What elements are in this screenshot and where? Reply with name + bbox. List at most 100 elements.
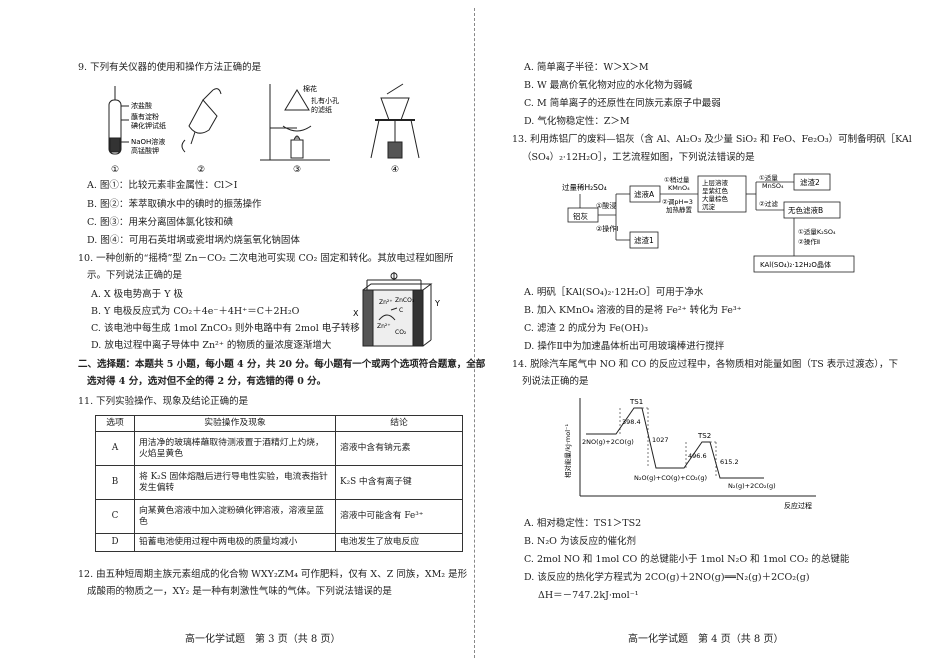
table-row: B 将 K₂S 固体熔融后进行导电性实验，电流表指针发生偏转 K₂S 中含有离子… (95, 465, 463, 500)
q11-row-c-operation: 向某黄色溶液中加入淀粉碘化钾溶液，溶液呈蓝色 (134, 499, 336, 534)
flow-step4-2: ②操作Ⅱ (798, 237, 820, 246)
table-row: A 用洁净的玻璃棒蘸取待测液置于酒精灯上灼烧，火焰呈黄色 溶液中含有钠元素 (95, 431, 463, 466)
flow-filtrate-a: 滤液A (634, 189, 655, 199)
q10-stem-2: 示。下列说法正确的是 (87, 270, 183, 281)
fig1-test-tube (108, 86, 129, 155)
left-page-footer: 高一化学试题 第 3 页（共 8 页） (185, 634, 341, 645)
q11-row-c-conclusion: 溶液中可能含有 Fe³⁺ (335, 499, 463, 534)
flow-step1b: ②操作Ⅰ (596, 224, 618, 233)
flow-residue1: 滤渣1 (634, 235, 654, 245)
energy-state-3: TS2 (697, 432, 711, 440)
q13-option-b: B. 加入 KMnO₄ 溶液的目的是将 Fe²⁺ 转化为 Fe³⁺ (524, 305, 742, 316)
right-page: A. 简单离子半径：W＞X＞M B. W 最高价氧化物对应的水化物为弱碱 C. … (508, 0, 912, 663)
flow-start: 铝灰 (573, 211, 588, 221)
q12-option-b: B. W 最高价氧化物对应的水化物为弱碱 (524, 80, 693, 91)
section2-line2: 选对得 4 分，选对但不全的得 2 分，有选错的得 0 分。 (87, 376, 327, 387)
page-divider (474, 8, 475, 658)
q11-row-a-conclusion: 溶液中含有钠元素 (335, 431, 463, 466)
flow-step2-1: ①稍过量 (664, 175, 690, 184)
q13-option-c: C. 滤渣 2 的成分为 Fe(OH)₃ (524, 323, 649, 334)
q10-option-a: A. X 极电势高于 Y 极 (91, 289, 183, 300)
fig2-separatory-funnel (181, 88, 222, 153)
q14-line2: 列说法正确的是 (522, 376, 589, 387)
energy-value-3: 615.2 (720, 458, 739, 466)
right-page-footer: 高一化学试题 第 4 页（共 8 页） (628, 634, 784, 645)
fig1-label-naoh: NaOH溶液 (131, 137, 165, 146)
q11-row-b-conclusion: K₂S 中含有离子键 (335, 465, 463, 500)
fig4-crucible-tripod (370, 83, 420, 159)
q14-option-d: D. 该反应的热化学方程式为 2CO(g)＋2NO(g)══N₂(g)＋2CO₂… (524, 572, 810, 583)
fig1-label-kmno4: 高锰酸钾 (131, 146, 159, 155)
energy-xlabel: 反应过程 (784, 501, 812, 510)
energy-state-1: TS1 (629, 398, 643, 406)
q11-stem: 11. 下列实验操作、现象及结论正确的是 (78, 396, 249, 407)
q14-line1: 14. 脱除汽车尾气中 NO 和 CO 的反应过程中，各物质相对能量如图（TS … (512, 359, 898, 370)
q13-line2: （SO₄）₂·12H₂O］，工艺流程如图，下列说法错误的是 (522, 152, 755, 163)
q13-line1: 13. 利用炼铝厂的废料—铝灰（含 Al、Al₂O₃ 及少量 SiO₂ 和 Fe… (512, 134, 912, 145)
q12-line2: 成酸雨的物质之一，XY₂ 是一种有刺激性气味的气体。下列说法错误的是 (87, 586, 392, 597)
flow-step2-2: KMnO₄ (668, 184, 690, 192)
flow-step2-3: ②调pH=3 (662, 197, 693, 206)
q14-delta-h: ΔH＝－747.2kJ·mol⁻¹ (538, 590, 639, 601)
q13-option-a: A. 明矾［KAl(SO₄)₂·12H₂O］可用于净水 (524, 287, 704, 298)
q9-option-c: C. 图③：用来分离固体氯化铵和碘 (87, 217, 233, 228)
q9-option-a: A. 图①：比较元素非金属性：Cl＞I (87, 180, 238, 191)
flow-step3-1: ①适量 (759, 173, 778, 182)
energy-state-4: N₂(g)+2CO₂(g) (728, 482, 776, 490)
section2-line1: 二、选择题：本题共 5 小题，每小题 4 分，共 20 分。每小题有一个或两个选… (78, 359, 486, 370)
fig3-number: ③ (293, 165, 301, 175)
flow-step3-2: MnSO₄ (762, 182, 784, 190)
q9-option-b: B. 图②：苯萃取碘水中的碘时的振荡操作 (87, 199, 262, 210)
energy-ylabel: 相对能量/kJ·mol⁻¹ (563, 424, 572, 478)
flow-step2-4: 加热静置 (666, 205, 693, 214)
fig3-label-hole1: 扎有小孔 (311, 96, 339, 105)
fig1-label-hcl: 浓盐酸 (131, 101, 152, 110)
fig1-number: ① (111, 165, 119, 175)
energy-value-2: 496.6 (688, 452, 707, 460)
flow-input: 过量稀H₂SO₄ (562, 182, 607, 192)
q11-header-option: 选项 (95, 415, 135, 432)
fig3-label-cotton: 棉花 (303, 84, 317, 93)
q9-option-d: D. 图④：可用石英坩埚或瓷坩埚灼烧氢氧化钠固体 (87, 235, 300, 246)
fig3-sublimation-setup (260, 84, 330, 161)
flow-product: KAl(SO₄)₂·12H₂O晶体 (760, 260, 831, 269)
q11-row-b-option: B (95, 465, 135, 500)
q14-option-c: C. 2mol NO 和 1mol CO 的总键能小于 1mol N₂O 和 1… (524, 554, 850, 565)
flow-layer-4: 沉淀 (702, 202, 716, 211)
fig1-label-paper2: 碘化钾试纸 (131, 121, 166, 130)
flow-filtrate-b: 无色滤液B (788, 205, 823, 215)
flow-step3-3: ②过滤 (759, 199, 778, 208)
flow-layer-3: 大量棕色 (702, 194, 729, 203)
q12-option-a: A. 简单离子半径：W＞X＞M (524, 62, 649, 73)
q10-option-c: C. 该电池中每生成 1mol ZnCO₃ 则外电路中有 2mol 电子转移 (91, 323, 360, 334)
q13-option-d: D. 操作Ⅱ中为加速晶体析出可用玻璃棒进行搅拌 (524, 341, 725, 352)
flow-residue2: 滤渣2 (800, 177, 820, 187)
q13-flowchart: 过量稀H₂SO₄ 铝灰 ①酸浸 ②操作Ⅰ 滤液A 滤渣1 ①稍过量 KMnO₄ … (562, 173, 855, 273)
q10-option-b: B. Y 电极反应式为 CO₂＋4e⁻＋4H⁺＝C＋2H₂O (91, 306, 300, 317)
q10-label-zn1: Zn²⁺ (379, 299, 393, 306)
q11-row-a-operation: 用洁净的玻璃棒蘸取待测液置于酒精灯上灼烧，火焰呈黄色 (134, 431, 336, 466)
q10-label-c: C (399, 307, 403, 314)
q14-option-a: A. 相对稳定性：TS1＞TS2 (524, 518, 642, 529)
fig3-label-hole2: 的滤纸 (311, 105, 332, 114)
flow-step4-1: ①适量K₂SO₄ (798, 227, 836, 236)
q9-apparatus-figure: 浓盐酸 蘸有淀粉 碘化钾试纸 NaOH溶液 高锰酸钾 ① ② 棉花 扎有小孔 的… (108, 83, 420, 175)
q14-option-b: B. N₂O 为该反应的催化剂 (524, 536, 636, 547)
energy-state-2: N₂O(g)+CO(g)+CO₂(g) (634, 474, 707, 482)
q14-energy-diagram: 相对能量/kJ·mol⁻¹ 反应过程 2NO(g)+2CO(g) TS1 N₂O… (563, 398, 816, 510)
q11-row-d-conclusion: 电池发生了放电反应 (335, 533, 463, 552)
q10-label-y: Y (434, 299, 440, 308)
flow-layer-1: 上层溶液 (702, 178, 729, 187)
left-page: 9. 下列有关仪器的使用和操作方法正确的是 浓盐酸 蘸有淀粉 碘化钾试纸 NaO… (75, 0, 485, 663)
fig1-label-paper1: 蘸有淀粉 (131, 112, 159, 121)
q12-option-d: D. 气化物稳定性：Z＞M (524, 116, 630, 127)
q11-table-header: 选项 实验操作及现象 结论 (95, 415, 463, 432)
energy-value-0: 398.4 (622, 418, 641, 426)
q10-option-d: D. 放电过程中离子导体中 Zn²⁺ 的物质的量浓度逐渐增大 (91, 340, 332, 351)
q11-row-b-operation: 将 K₂S 固体熔融后进行导电性实验，电流表指针发生偏转 (134, 465, 336, 500)
flow-step1a: ①酸浸 (596, 201, 616, 210)
q11-row-a-option: A (95, 431, 135, 466)
fig4-number: ④ (391, 165, 399, 175)
table-row: C 向某黄色溶液中加入淀粉碘化钾溶液，溶液呈蓝色 溶液中可能含有 Fe³⁺ (95, 499, 463, 534)
q9-stem: 9. 下列有关仪器的使用和操作方法正确的是 (78, 62, 262, 73)
